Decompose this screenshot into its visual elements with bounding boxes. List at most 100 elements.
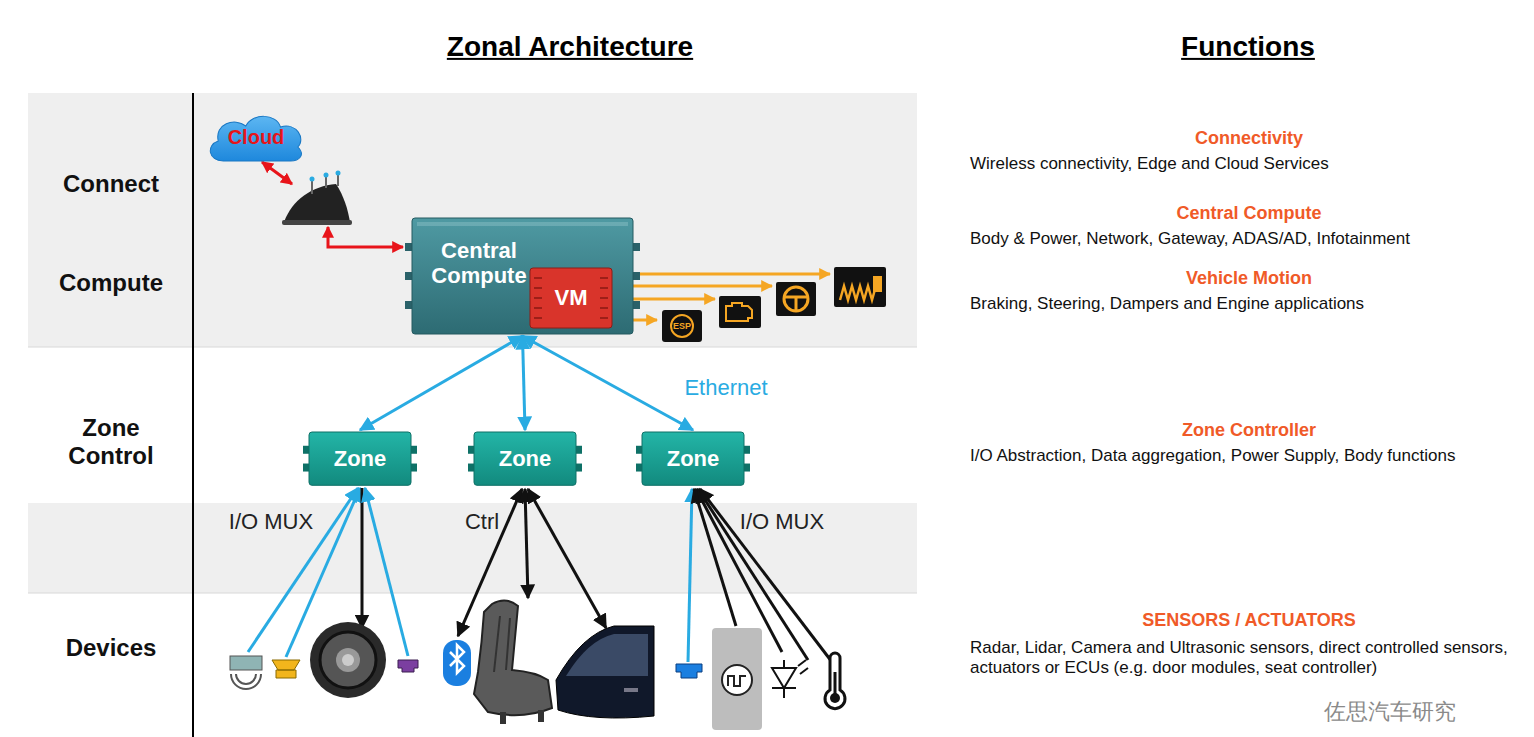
- ultrasonic-sensor-icon: [230, 656, 262, 689]
- device-link: [528, 489, 606, 628]
- device-link: [525, 489, 528, 598]
- damper-icon: [873, 276, 882, 292]
- esp-icon: [662, 310, 702, 342]
- diagram-title: Zonal Architecture: [447, 31, 693, 63]
- door-icon: [556, 626, 654, 718]
- node-outline: [534, 287, 542, 289]
- bus-label: Ethernet: [684, 375, 767, 400]
- thermometer-icon: [834, 672, 837, 696]
- photodiode-icon: [798, 660, 808, 674]
- vm-box: VM: [530, 268, 612, 328]
- engine-icon: [719, 296, 761, 328]
- link-label: Ctrl: [465, 509, 499, 534]
- damper-icon: [834, 267, 886, 307]
- function-heading: Zone Controller: [1182, 420, 1316, 441]
- wireless-arrow: [262, 162, 403, 247]
- node-label: Zone: [334, 446, 387, 471]
- damper-icon: [834, 267, 886, 307]
- zone-controller-box: Zone: [636, 432, 750, 485]
- speed-sensor-icon: [722, 665, 752, 695]
- speed-sensor-icon: [712, 628, 762, 730]
- steering-icon: [784, 287, 808, 311]
- door-icon: [624, 688, 638, 692]
- icon-label: ESP: [673, 321, 691, 331]
- watermark: 佐思汽车研究: [1324, 699, 1456, 724]
- zone-controller-box: Zone: [468, 432, 582, 485]
- ultrasonic-sensor-icon: [231, 674, 261, 689]
- node-outline: [474, 432, 576, 485]
- sensor-icon: [272, 660, 300, 678]
- sensor-icon: [398, 660, 418, 672]
- node-outline: [600, 307, 608, 309]
- function-description: Wireless connectivity, Edge and Cloud Se…: [970, 154, 1329, 174]
- speaker-icon: [342, 654, 354, 666]
- bluetooth-icon: [443, 640, 471, 686]
- node-outline: [309, 432, 411, 485]
- steering-icon: [784, 297, 808, 311]
- antenna-icon: [324, 173, 329, 178]
- node-outline: [600, 317, 608, 319]
- device-link: [361, 488, 364, 628]
- antenna-icon: [311, 180, 313, 194]
- node-label: Cloud: [228, 126, 285, 149]
- link-label: I/O MUX: [229, 509, 313, 534]
- link-label: I/O MUX: [740, 509, 824, 534]
- node-label: Zone: [667, 446, 720, 471]
- band-background: [28, 503, 917, 593]
- steering-icon: [776, 282, 816, 316]
- layer-label: Zone Control: [51, 414, 171, 469]
- ethernet-link: [523, 336, 694, 430]
- function-heading: Central Compute: [1176, 203, 1321, 224]
- band-background: [28, 347, 917, 348]
- thermometer-icon: [825, 653, 845, 709]
- speaker-icon: [310, 622, 386, 698]
- band-background: [28, 347, 917, 503]
- speaker-icon: [336, 648, 360, 672]
- node-outline: [642, 432, 744, 485]
- device-link: [688, 489, 692, 662]
- vehicle-motion-arrow: [614, 285, 772, 288]
- antenna-icon: [282, 171, 352, 226]
- antenna-icon: [325, 176, 327, 188]
- seat-icon: [474, 600, 552, 715]
- layer-label: Devices: [51, 634, 171, 662]
- node-outline: [534, 307, 542, 309]
- node-outline: [600, 277, 608, 279]
- photodiode-icon: [772, 660, 808, 698]
- band-background: [28, 93, 917, 593]
- antenna-icon: [310, 177, 315, 182]
- bluetooth-icon: [450, 645, 464, 673]
- sensor-icon: [398, 660, 418, 672]
- sensor-icon: [676, 664, 702, 678]
- antenna-icon: [336, 171, 341, 176]
- cloud-node: Cloud: [205, 112, 307, 162]
- column-title: Functions: [1181, 31, 1315, 63]
- band-background: [28, 593, 917, 594]
- node-outline: [534, 277, 542, 279]
- layer-label: Connect: [51, 170, 171, 198]
- ultrasonic-sensor-icon: [230, 656, 262, 670]
- function-description: Radar, Lidar, Camera and Ultrasonic sens…: [970, 638, 1518, 677]
- node-outline: [600, 287, 608, 289]
- photodiode-icon: [772, 660, 796, 698]
- node-outline: [534, 297, 542, 299]
- function-description: Body & Power, Network, Gateway, ADAS/AD,…: [970, 229, 1410, 249]
- door-icon: [566, 634, 648, 676]
- node-outline: [600, 297, 608, 299]
- speed-sensor-icon: [728, 676, 746, 686]
- node-outline: [417, 222, 628, 226]
- engine-icon: [726, 303, 752, 321]
- node-outline: [210, 116, 301, 161]
- function-description: I/O Abstraction, Data aggregation, Power…: [970, 446, 1455, 466]
- seat-icon: [494, 616, 510, 672]
- function-heading: Vehicle Motion: [1186, 268, 1312, 289]
- seat-icon: [474, 600, 552, 724]
- antenna-icon: [337, 174, 339, 186]
- function-description: Braking, Steering, Dampers and Engine ap…: [970, 294, 1364, 314]
- sensor-icon: [676, 664, 702, 678]
- function-heading: Connectivity: [1195, 128, 1303, 149]
- esp-icon: [671, 315, 693, 337]
- steering-icon: [776, 282, 816, 316]
- node-outline: [412, 218, 633, 334]
- engine-icon: [719, 296, 761, 328]
